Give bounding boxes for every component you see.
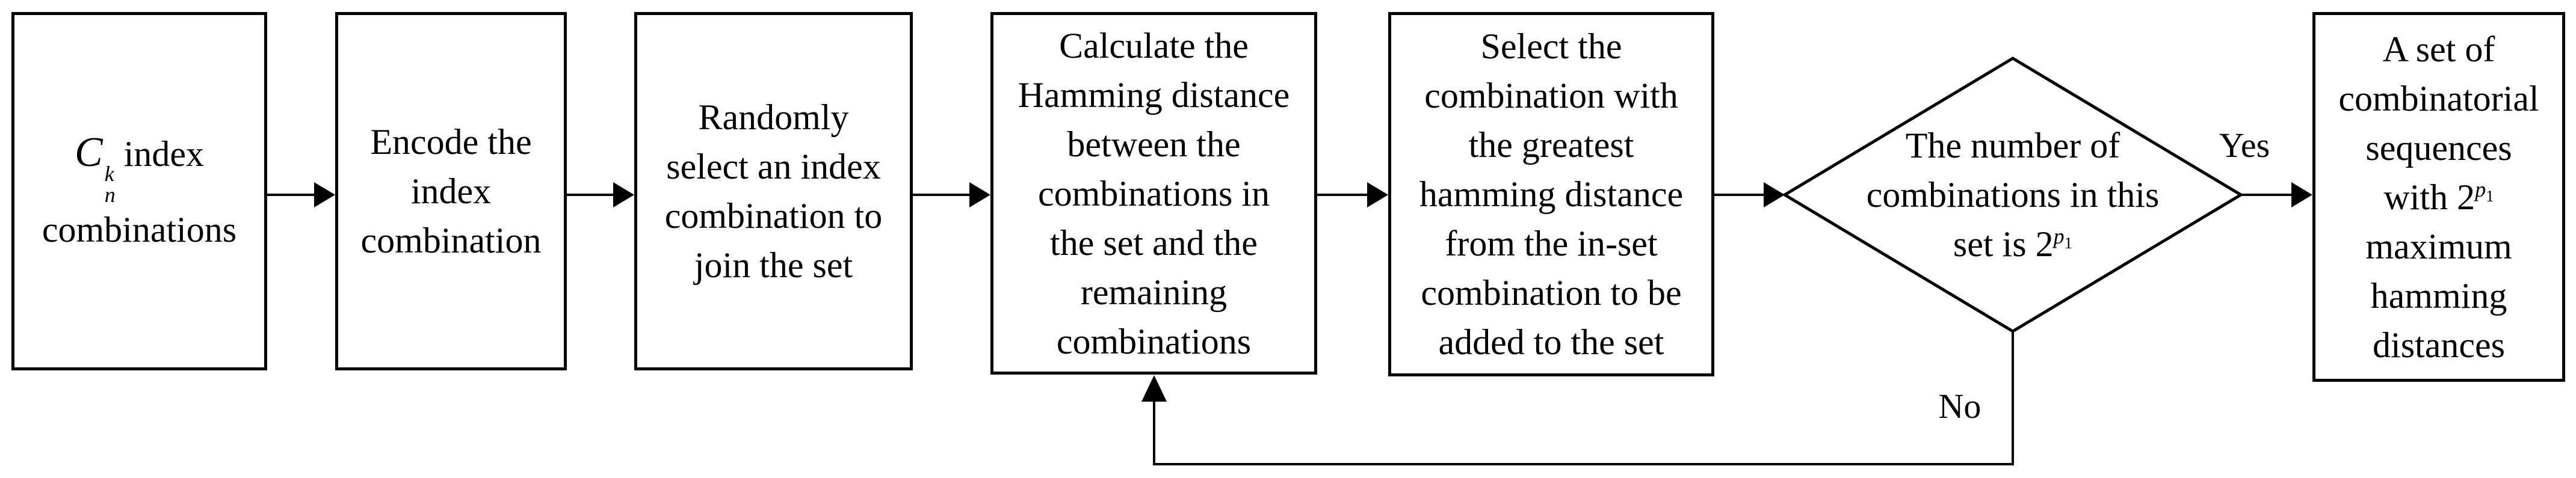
- text-line: combination: [360, 221, 542, 260]
- text-line: distances: [2373, 325, 2505, 365]
- text-line: combinations in: [1038, 173, 1270, 213]
- text-line: combination to be: [1421, 273, 1682, 313]
- text-line: set is 2p1: [1953, 219, 2072, 269]
- text-line: the greatest: [1468, 125, 1634, 165]
- output-sequences-box: A set of combinatorial sequences with 2p…: [2312, 12, 2565, 382]
- text-line: combination to: [664, 196, 883, 236]
- arrow-5: [1714, 182, 1785, 207]
- text-line: hamming distance: [1419, 174, 1684, 214]
- text-line: Hamming distance: [1018, 75, 1290, 115]
- p1-superscript: p1: [2053, 224, 2073, 253]
- text-line: remaining: [1080, 272, 1228, 312]
- arrow-1: [267, 182, 335, 207]
- no-label: No: [1938, 386, 1981, 426]
- text-line: with 2p1: [2383, 173, 2494, 222]
- encode-box: Encode the index combination: [335, 12, 567, 370]
- text-line: the set and the: [1050, 222, 1258, 263]
- text-line: combinations: [1056, 321, 1252, 361]
- text-line: index: [410, 171, 492, 211]
- math-superscript: k: [104, 162, 114, 186]
- decision-diamond-text: The number of combinations in this set i…: [1785, 58, 2241, 331]
- text-segment: with 2: [2383, 177, 2476, 217]
- text-line: Encode the: [370, 122, 532, 162]
- feedback-arrow: [1141, 331, 2014, 465]
- text-line: sequences: [2365, 127, 2512, 168]
- p1-superscript: p1: [2475, 177, 2494, 205]
- arrow-4: [1317, 182, 1388, 207]
- text-line: Select the: [1480, 26, 1622, 66]
- text-line: Calculate the: [1059, 25, 1249, 66]
- yes-arrow: [2241, 182, 2312, 207]
- text-line: Randomly: [698, 97, 849, 137]
- text-line: combinations: [42, 209, 237, 250]
- arrow-2: [567, 182, 634, 207]
- math-subscript: n: [104, 182, 116, 207]
- text-line: combinations in this: [1866, 175, 2160, 215]
- text-line: A set of: [2382, 29, 2495, 69]
- text-line: between the: [1067, 124, 1241, 164]
- random-select-box: Randomly select an index combination to …: [634, 12, 913, 370]
- text-line: The number of: [1905, 126, 2120, 165]
- arrow-3: [913, 182, 990, 207]
- text-segment: index: [123, 134, 204, 174]
- math-base: C: [74, 129, 103, 176]
- text-segment: set is 2: [1953, 224, 2054, 264]
- text-line: join the set: [694, 245, 853, 285]
- text-line: from the in-set: [1445, 224, 1658, 263]
- yes-label: Yes: [2219, 125, 2270, 165]
- text-line: select an index: [666, 147, 881, 186]
- text-line: combinatorial: [2338, 78, 2539, 118]
- text-line: maximum: [2365, 226, 2512, 266]
- text-line: combination with: [1424, 76, 1678, 115]
- text-line: hamming: [2370, 275, 2507, 316]
- text-line: added to the set: [1438, 322, 1664, 362]
- hamming-distance-box: Calculate the Hamming distance between t…: [990, 12, 1317, 375]
- select-greatest-distance-box: Select the combination with the greatest…: [1388, 12, 1714, 376]
